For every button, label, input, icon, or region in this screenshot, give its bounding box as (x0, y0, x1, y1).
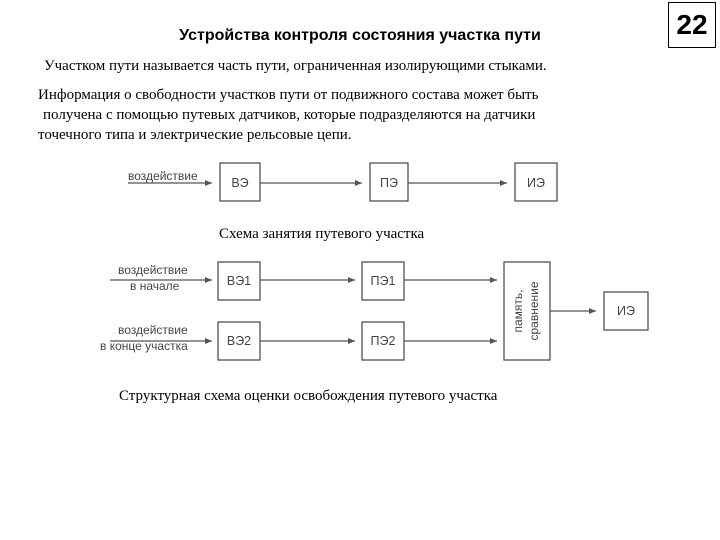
definition-paragraph: Участком пути называется часть пути, огр… (44, 58, 547, 74)
block-pe2 (361, 321, 405, 361)
input2-label-line2: в конце участка (100, 339, 188, 353)
block-ie (514, 162, 558, 202)
block-ve2-label: ВЭ2 (227, 334, 251, 348)
block-pe1 (361, 261, 405, 301)
input-label: воздействие (128, 169, 198, 183)
block-pe2-label: ПЭ2 (371, 334, 396, 348)
block-pe1-label: ПЭ1 (371, 274, 396, 288)
slide-title: Устройства контроля состояния участка пу… (179, 27, 541, 44)
block-ve1 (217, 261, 261, 301)
input1-label-line1: воздействие (118, 263, 188, 277)
memory-label-line2: сравнение (527, 281, 541, 340)
block-ie-output (603, 291, 649, 331)
info-paragraph-line2: получена с помощью путевых датчиков, кот… (43, 107, 536, 123)
block-pe-label: ПЭ (380, 176, 398, 190)
input1-label-line2: в начале (130, 279, 180, 293)
block-ve (219, 162, 261, 202)
diagram2-caption: Структурная схема оценки освобождения пу… (119, 388, 498, 404)
info-paragraph-line1: Информация о свободности участков пути о… (38, 87, 539, 103)
block-ie-output-label: ИЭ (617, 304, 635, 318)
diagram-release-evaluation: воздействие в начале ВЭ1 ПЭ1 воздействие… (100, 261, 649, 361)
page-number: 22 (668, 2, 716, 48)
input2-label-line1: воздействие (118, 323, 188, 337)
block-pe (369, 162, 409, 202)
memory-label-line1: память, (511, 289, 525, 332)
block-ve-label: ВЭ (231, 176, 248, 190)
block-memory-comparison (503, 261, 551, 361)
block-ie-label: ИЭ (527, 176, 545, 190)
diagram1-caption: Схема занятия путевого участка (219, 226, 425, 242)
block-ve1-label: ВЭ1 (227, 274, 251, 288)
info-paragraph-line3: точечного типа и электрические рельсовые… (38, 127, 352, 143)
block-ve2 (217, 321, 261, 361)
diagram-occupancy: воздействие ВЭ ПЭ ИЭ (128, 162, 558, 202)
